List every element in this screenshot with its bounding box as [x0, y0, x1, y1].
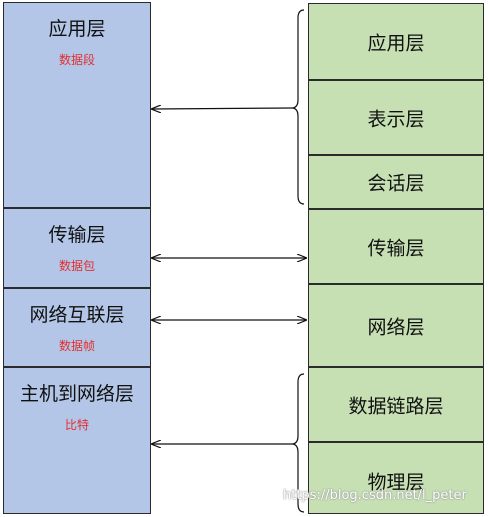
arrow-application: [152, 108, 294, 109]
layer-name: 网络层: [367, 316, 425, 338]
layer-name: 应用层: [48, 18, 106, 40]
layer-name: 主机到网络层: [19, 383, 134, 405]
layer-name: 表示层: [367, 108, 425, 130]
osi-physical-layer: 物理层: [308, 442, 484, 514]
layer-name: 会话层: [367, 172, 425, 195]
layer-name: 物理层: [367, 471, 425, 494]
layer-name: 传输层: [367, 237, 425, 259]
pdu-label: 数据包: [58, 259, 95, 273]
pdu-label: 数据帧: [58, 339, 95, 353]
layer-name: 数据链路层: [348, 395, 444, 417]
tcpip-host-to-network-layer: 主机到网络层 比特: [3, 367, 151, 514]
osi-network-layer: 网络层: [308, 284, 484, 367]
tcpip-application-layer: 应用层 数据段: [3, 2, 151, 208]
watermark: https://blog.csdn.net/l_peter: [283, 488, 467, 503]
pdu-label: 比特: [64, 418, 89, 432]
osi-session-layer: 会话层: [308, 155, 484, 209]
osi-transport-layer: 传输层: [308, 209, 484, 284]
osi-presentation-layer: 表示层: [308, 80, 484, 155]
osi-data-link-layer: 数据链路层: [308, 367, 484, 442]
tcpip-transport-layer: 传输层 数据包: [3, 208, 151, 288]
brace-upper: [292, 9, 305, 205]
layer-name: 传输层: [48, 224, 106, 246]
tcpip-internet-layer: 网络互联层 数据帧: [3, 288, 151, 367]
layer-name: 应用层: [367, 32, 425, 54]
osi-application-layer: 应用层: [308, 3, 484, 80]
layer-name: 网络互联层: [29, 304, 125, 326]
pdu-label: 数据段: [58, 53, 95, 67]
